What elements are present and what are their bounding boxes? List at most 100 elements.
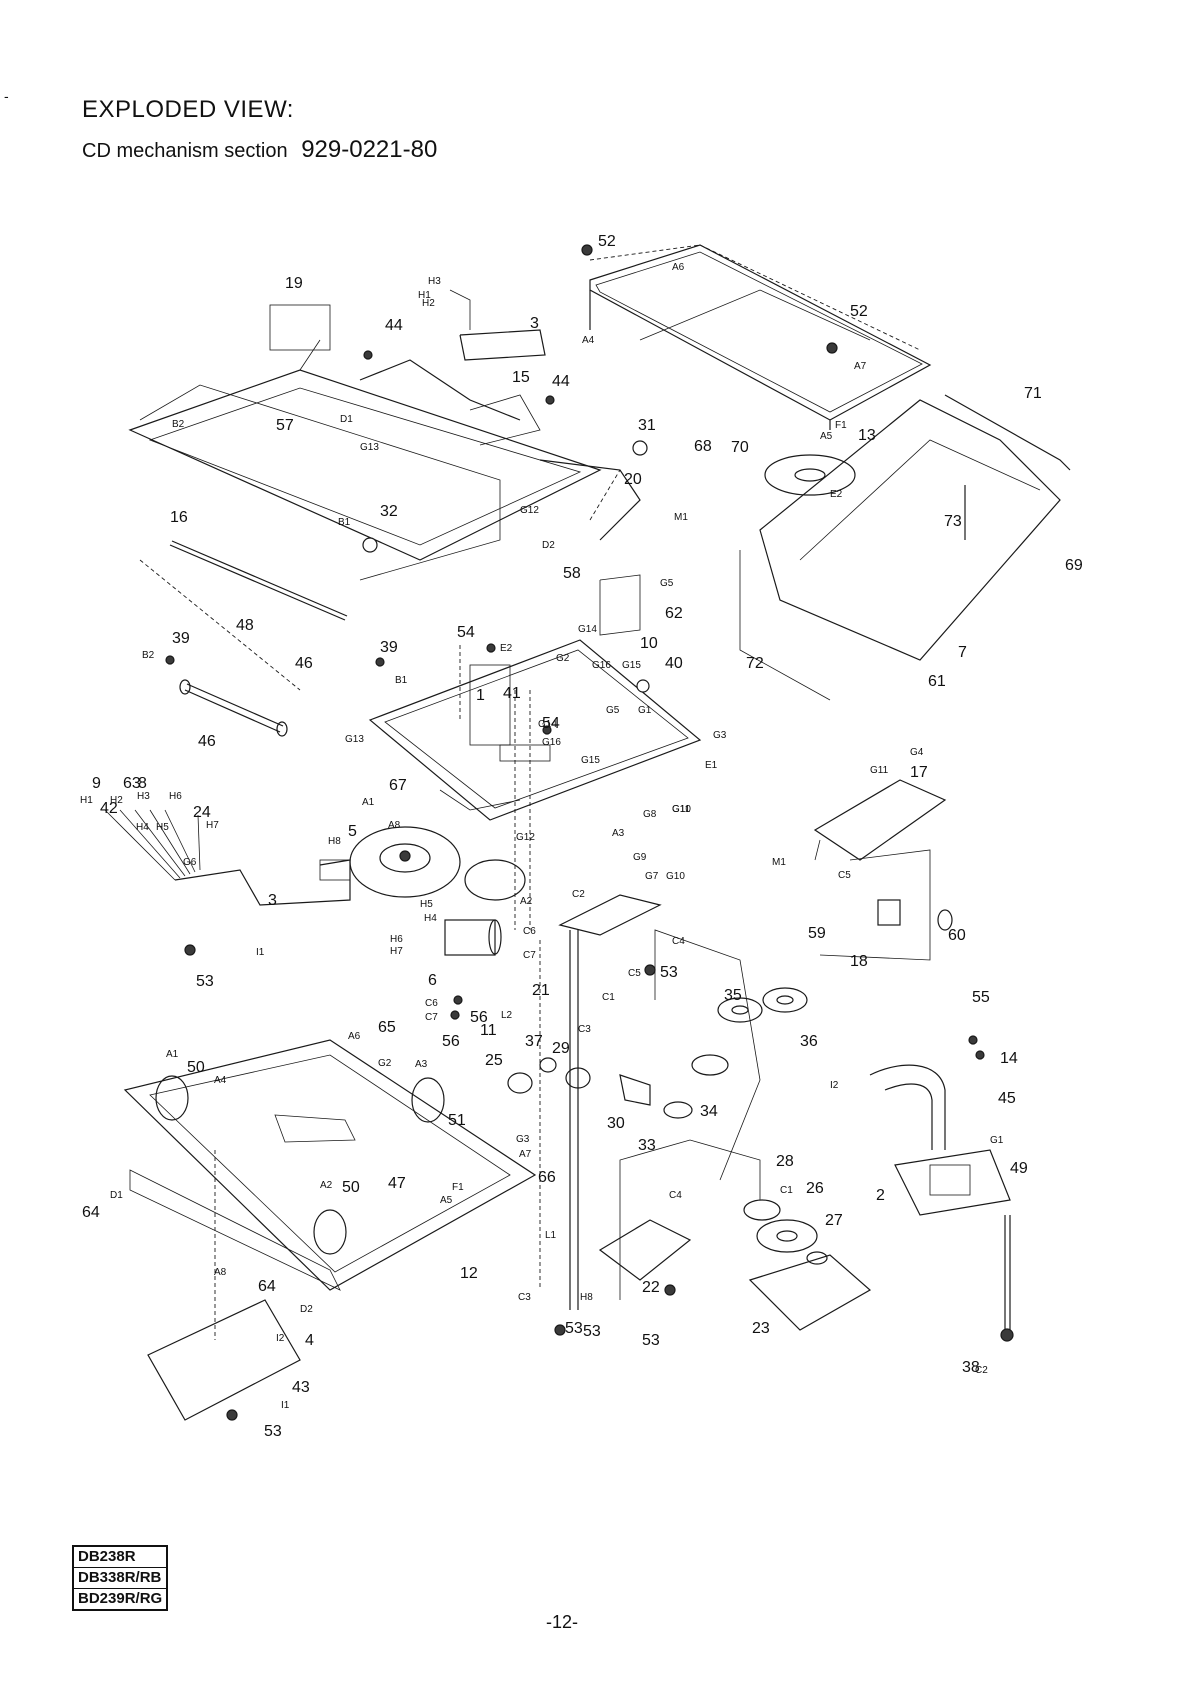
part-label: 56 (470, 1009, 488, 1026)
ref-label: G6 (183, 857, 197, 868)
part-label: 37 (525, 1033, 543, 1050)
part-label: 28 (776, 1153, 794, 1170)
ref-label: A5 (440, 1195, 453, 1206)
ref-label: H7 (206, 820, 219, 831)
part-label: 48 (236, 617, 254, 634)
ref-label: E1 (705, 760, 718, 771)
part-label: 10 (640, 635, 658, 652)
part-label: 23 (752, 1320, 770, 1337)
part-label: 73 (944, 513, 962, 530)
part-label: 29 (552, 1040, 570, 1057)
ref-label: G4 (910, 747, 924, 758)
part-label: 53 (583, 1323, 601, 1340)
lower-frame-part-12 (123, 1039, 537, 1291)
part-label: 18 (850, 953, 868, 970)
ref-label: C2 (975, 1365, 988, 1376)
part-label: 55 (972, 989, 990, 1006)
part-label: 53 (660, 964, 678, 981)
ref-label: A3 (415, 1059, 428, 1070)
ref-label: G7 (645, 871, 659, 882)
part-label: 72 (746, 655, 764, 672)
page-number: -12- (546, 1612, 579, 1632)
ref-label: C1 (602, 992, 615, 1003)
ref-label: H5 (156, 822, 169, 833)
ref-label: H6 (390, 934, 403, 945)
ref-label: M1 (772, 857, 786, 868)
model-name: BD239R/RG (78, 1590, 163, 1607)
main-chassis-plate-part-1 (368, 639, 702, 821)
ref-label: D1 (110, 1190, 123, 1201)
ref-label: A7 (854, 361, 867, 372)
ref-label: F1 (835, 420, 847, 431)
part-label: 38 (962, 1359, 980, 1376)
ref-label: G15 (622, 660, 641, 671)
ref-label: G2 (378, 1058, 392, 1069)
part-label: 3 (530, 315, 539, 332)
upper-frame-assembly (128, 289, 641, 561)
part-label: 39 (380, 639, 398, 656)
part-label: 34 (700, 1103, 718, 1120)
ref-label: B2 (172, 419, 185, 430)
ref-label: C5 (838, 870, 851, 881)
top-cover-part-13 (589, 244, 932, 430)
part-label: 43 (292, 1379, 310, 1396)
part-label: 14 (1000, 1050, 1018, 1067)
ref-label: E2 (830, 489, 843, 500)
ref-label: C4 (672, 936, 685, 947)
ref-label: G2 (556, 653, 570, 664)
pcb-boards (104, 809, 351, 1421)
part-label: 46 (295, 655, 313, 672)
part-label: 22 (642, 1279, 660, 1296)
ref-label: G10 (672, 804, 691, 815)
ref-label: C6 (523, 926, 536, 937)
part-label: 27 (825, 1212, 843, 1229)
slider-assembly (558, 574, 692, 1310)
dashed-connection-lines (214, 244, 921, 1340)
ref-label: B1 (338, 517, 351, 528)
part-label: 44 (385, 317, 403, 334)
part-label: 65 (378, 1019, 396, 1036)
ref-label: G11 (870, 765, 889, 776)
ref-label: H6 (169, 791, 182, 802)
ref-label: I1 (281, 1400, 290, 1411)
part-label: 67 (389, 777, 407, 794)
ref-label: H1 (80, 795, 93, 806)
part-number-labels: 1 2 3 3 4 5 6 7 8 9 10 11 12 13 14 15 16… (82, 233, 1083, 1440)
ref-label: G16 (592, 660, 611, 671)
optical-pickup-part-2 (869, 1064, 1014, 1342)
part-label: 61 (928, 673, 946, 690)
ref-label: D1 (340, 414, 353, 425)
ref-label: H1 (418, 290, 431, 301)
part-label: 41 (503, 685, 521, 702)
ref-label: H4 (136, 822, 149, 833)
ref-label: G13 (345, 734, 364, 745)
ref-label: C3 (578, 1024, 591, 1035)
part-label: 2 (876, 1187, 885, 1204)
ref-label: A2 (320, 1180, 333, 1191)
ref-label: G14 (578, 624, 597, 635)
ref-label: A4 (582, 335, 595, 346)
part-label: 11 (480, 1022, 497, 1039)
part-label: 46 (198, 733, 216, 750)
part-label: 58 (563, 565, 581, 582)
part-label: 47 (388, 1175, 406, 1192)
screws-and-fasteners (165, 244, 985, 1421)
ref-label: H4 (424, 913, 437, 924)
part-label: 50 (187, 1059, 205, 1076)
ref-label: G12 (516, 832, 535, 843)
ref-label: M1 (674, 512, 688, 523)
ref-label: G15 (581, 755, 600, 766)
ref-label: A1 (362, 797, 375, 808)
part-label: 66 (538, 1169, 556, 1186)
page-title: EXPLODED VIEW: (82, 96, 294, 123)
part-label: 5 (348, 823, 357, 840)
part-label: 15 (512, 369, 530, 386)
tray-mechanism-right (759, 394, 1071, 661)
model-list-box: DB238R DB338R/RB BD239R/RG (72, 1545, 168, 1611)
part-label: 59 (808, 925, 826, 942)
ref-label: A6 (348, 1031, 361, 1042)
ref-label: G9 (633, 852, 647, 863)
section-subtitle: CD mechanism section 929-0221-80 (82, 136, 437, 164)
model-name: DB338R/RB (74, 1568, 166, 1589)
